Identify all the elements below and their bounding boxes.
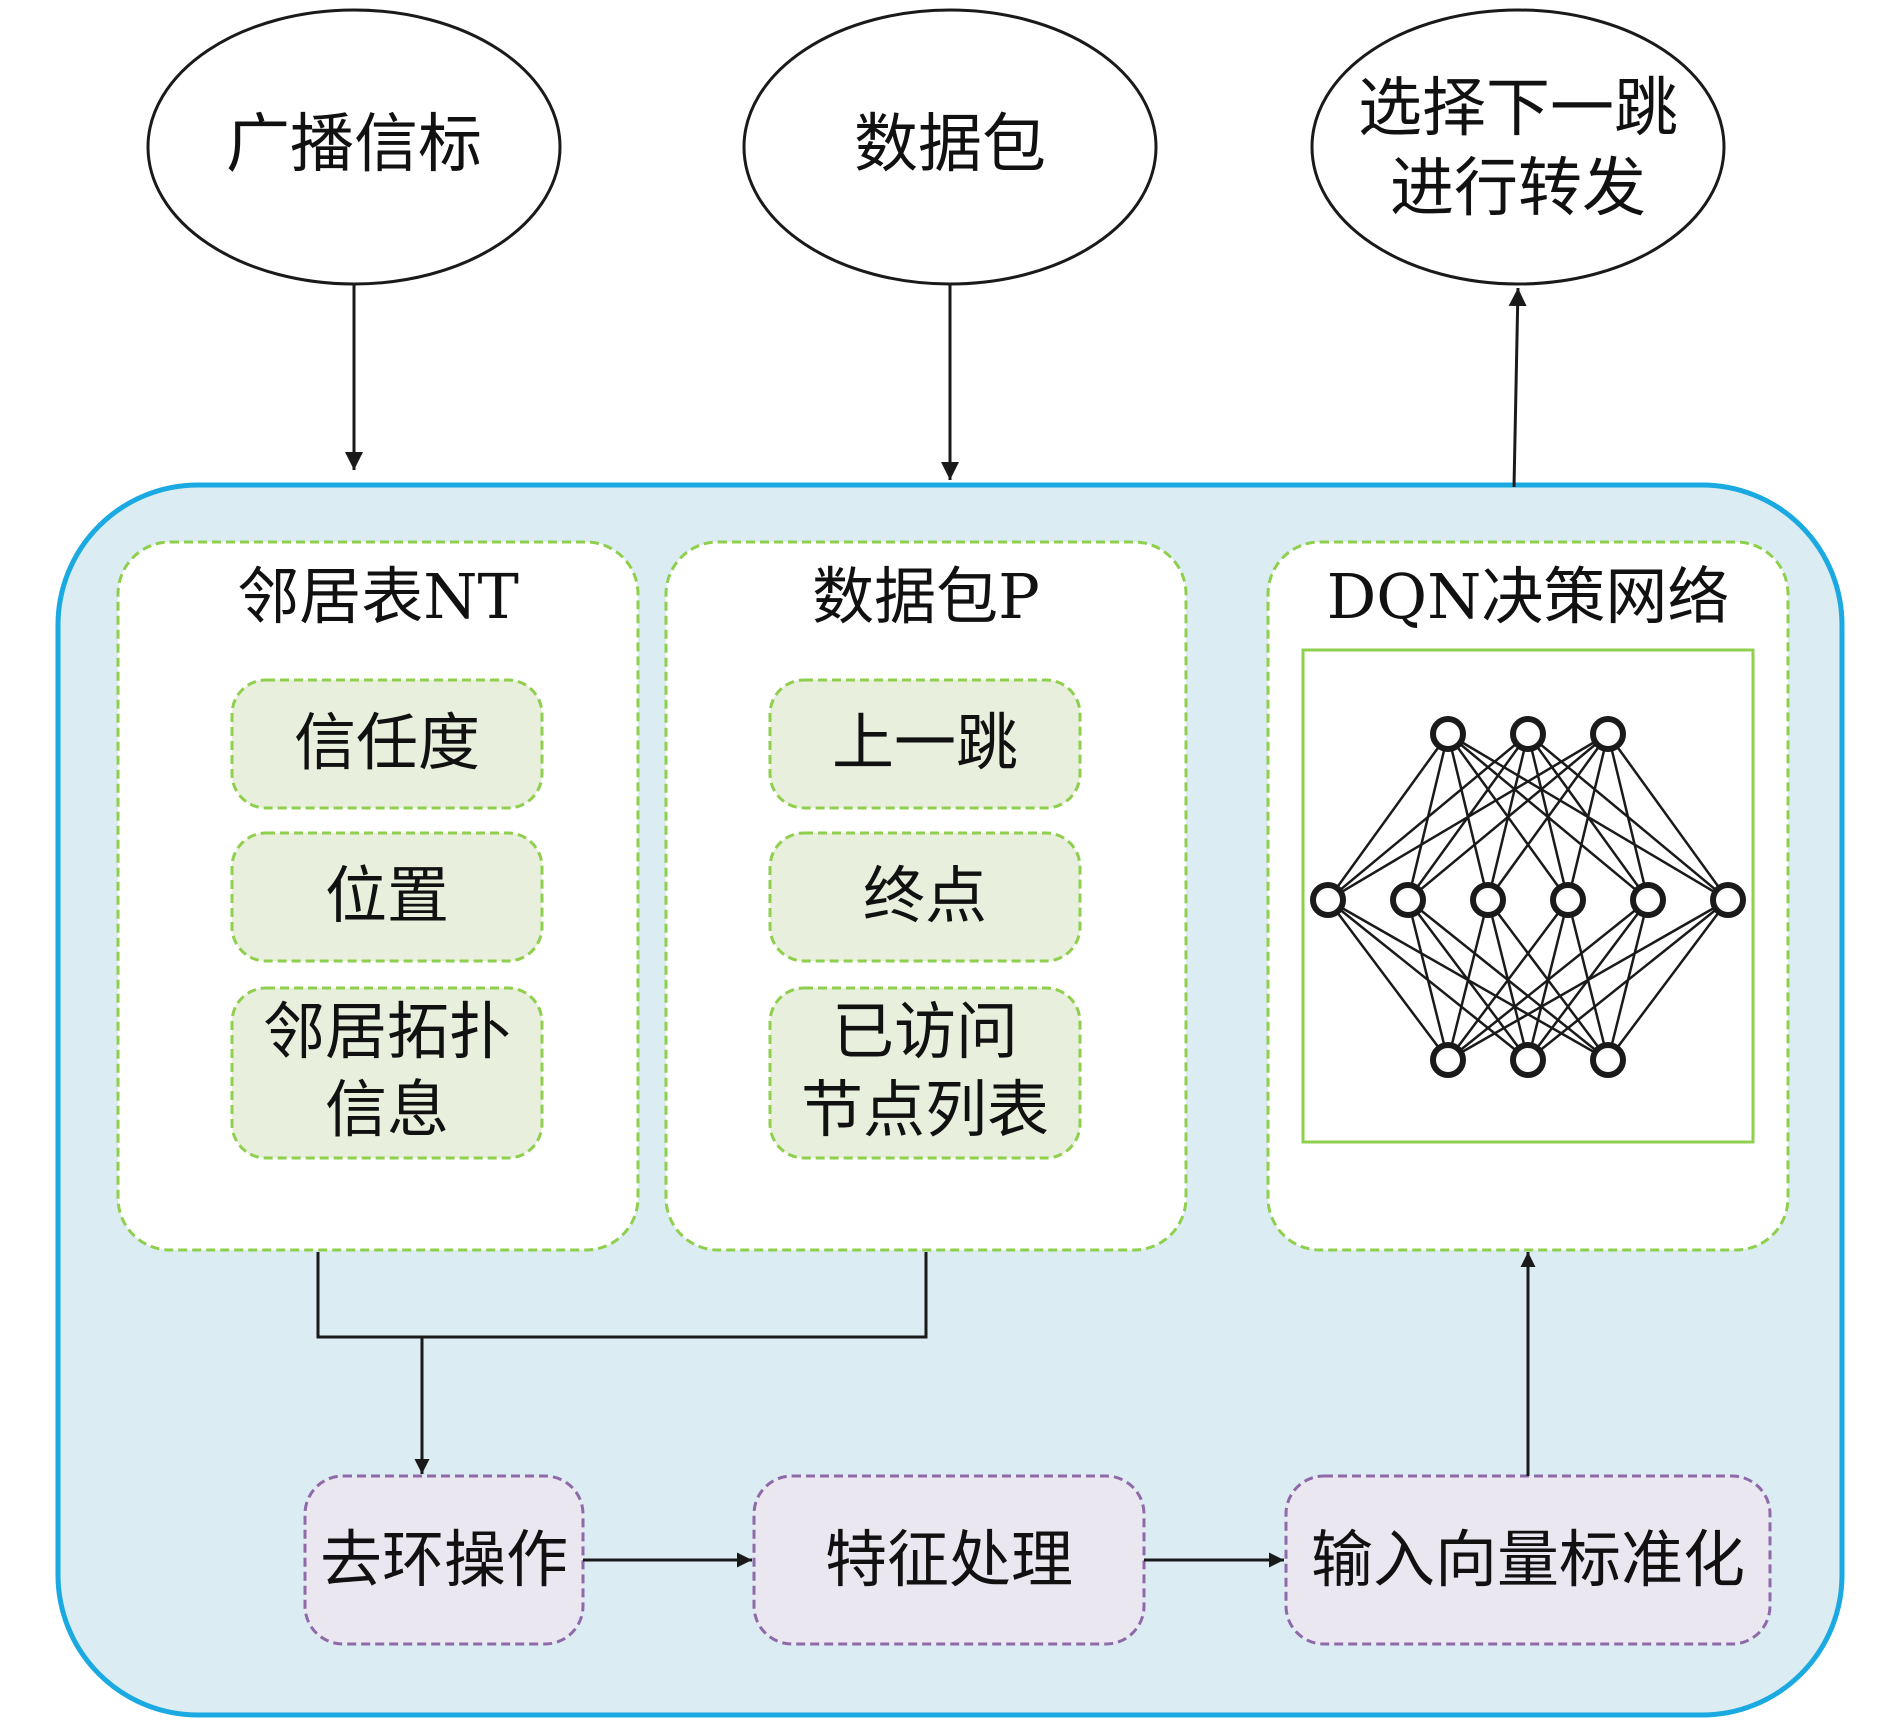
neighbor-table-title: 邻居表NT	[237, 560, 519, 633]
visited-label-line2: 节点列表	[800, 1073, 1049, 1146]
loop-removal-step	[303, 1474, 585, 1646]
loop-removal-label: 去环操作	[319, 1523, 568, 1596]
topology-field	[230, 986, 544, 1160]
nn-node	[1550, 882, 1586, 918]
nn-connection	[1447, 899, 1649, 1061]
nn-node	[1590, 716, 1626, 752]
nn-connection	[1606, 733, 1730, 901]
nn-node	[1630, 882, 1666, 918]
output-label-line2: 进行转发	[1390, 152, 1646, 226]
packet-label: 数据包	[854, 108, 1046, 182]
packet-p-title: 数据包P	[812, 560, 1040, 633]
nn-node	[1590, 1042, 1626, 1078]
nn-node	[1430, 716, 1466, 752]
destination-field	[768, 831, 1082, 963]
dqn-title: DQN决策网络	[1326, 560, 1730, 633]
feature-processing-step	[752, 1474, 1146, 1646]
nn-node	[1710, 882, 1746, 918]
trust-label: 信任度	[293, 706, 480, 779]
beacon-label: 广播信标	[226, 108, 482, 182]
nn-connection	[1326, 733, 1450, 901]
nn-node	[1430, 1042, 1466, 1078]
previous-hop-label: 上一跳	[831, 706, 1018, 779]
nn-connection	[1446, 899, 1490, 1061]
nn-connection	[1447, 899, 1569, 1061]
visited-list-field	[768, 986, 1082, 1160]
topology-label-line2: 信息	[324, 1073, 449, 1146]
normalization-label: 输入向量标准化	[1310, 1523, 1745, 1596]
trust-field	[230, 678, 544, 810]
position-label: 位置	[324, 859, 449, 932]
nn-node	[1470, 882, 1506, 918]
nn-connection	[1327, 732, 1609, 902]
nn-connection	[1607, 899, 1729, 1061]
neural-network-icon	[1310, 716, 1746, 1078]
output-ellipse	[1310, 8, 1726, 286]
nn-node	[1390, 882, 1426, 918]
panels-merge-connector	[316, 1252, 928, 1339]
previous-hop-field	[768, 678, 1082, 810]
nn-connection	[1407, 733, 1609, 901]
nn-node	[1510, 716, 1546, 752]
topology-label-line1: 邻居拓扑	[262, 995, 511, 1068]
nn-connection	[1447, 898, 1729, 1062]
visited-label-line1: 已访问	[831, 995, 1018, 1068]
nn-connection	[1486, 733, 1610, 901]
nn-connection	[1606, 733, 1650, 901]
nn-node	[1310, 882, 1346, 918]
nn-connection	[1327, 899, 1449, 1061]
output-label-line1: 选择下一跳	[1358, 72, 1678, 146]
nn-connection	[1566, 733, 1610, 901]
output-arrow	[1508, 287, 1527, 488]
nn-connection	[1327, 733, 1529, 901]
destination-label: 终点	[862, 859, 987, 932]
nn-connection	[1527, 899, 1729, 1061]
position-field	[230, 831, 544, 963]
feature-processing-label: 特征处理	[824, 1523, 1073, 1596]
nn-connection	[1406, 899, 1450, 1061]
nn-node	[1510, 1042, 1546, 1078]
